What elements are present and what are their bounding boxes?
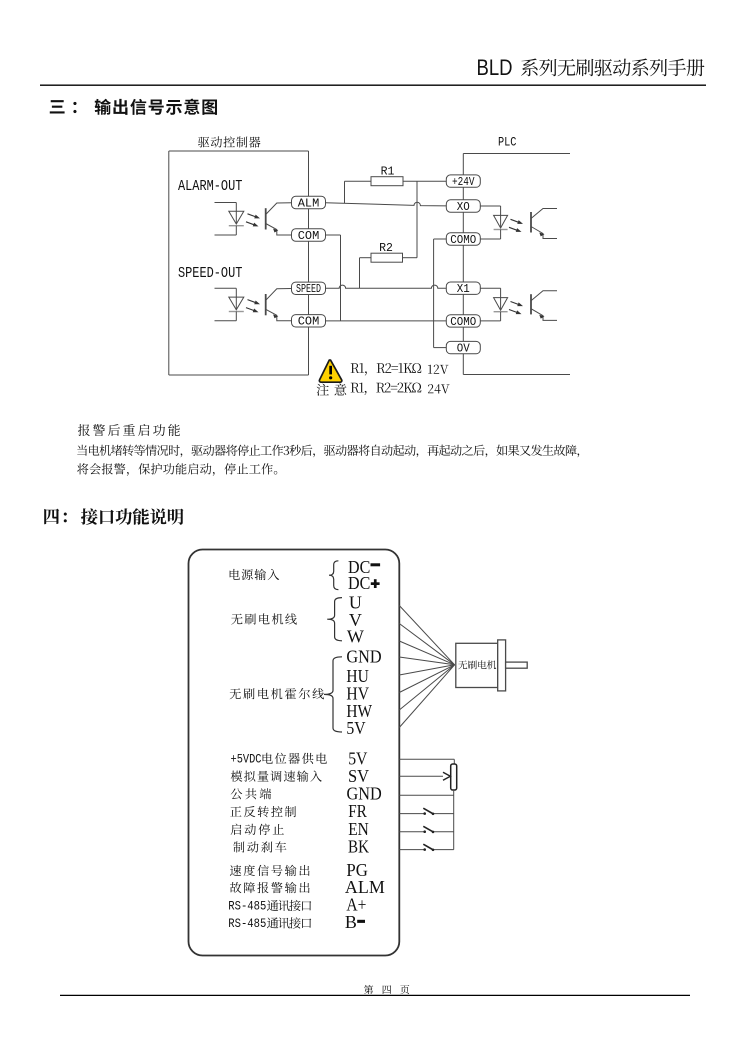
svg-text:COMO: COMO bbox=[450, 234, 476, 247]
svg-text:ALM: ALM bbox=[298, 197, 320, 210]
svg-text:HV: HV bbox=[346, 683, 369, 703]
svg-text:ALARM-OUT: ALARM-OUT bbox=[178, 179, 243, 195]
svg-text:R1: R1 bbox=[381, 166, 395, 179]
svg-text:XO: XO bbox=[457, 201, 470, 214]
svg-text:BK: BK bbox=[348, 836, 369, 856]
svg-text:V: V bbox=[349, 610, 362, 630]
svg-text:FR: FR bbox=[348, 801, 367, 821]
svg-text:DC: DC bbox=[348, 573, 370, 593]
svg-text:PLC: PLC bbox=[498, 135, 517, 150]
svg-text:SPEED-OUT: SPEED-OUT bbox=[178, 266, 243, 282]
svg-text:SV: SV bbox=[348, 766, 369, 786]
svg-text:5V: 5V bbox=[348, 749, 367, 769]
svg-text:+5VDC: +5VDC bbox=[231, 753, 262, 767]
svg-text:COM: COM bbox=[298, 316, 320, 329]
svg-text:HW: HW bbox=[346, 701, 372, 721]
svg-text:PG: PG bbox=[346, 860, 368, 880]
svg-text:U: U bbox=[349, 592, 362, 612]
svg-text:B: B bbox=[345, 912, 357, 932]
svg-text:EN: EN bbox=[348, 819, 369, 839]
svg-text:BLD: BLD bbox=[477, 55, 513, 80]
svg-text:R2: R2 bbox=[379, 242, 393, 255]
svg-text:GND: GND bbox=[347, 783, 382, 803]
svg-text:5V: 5V bbox=[346, 718, 365, 738]
svg-text:RS-485: RS-485 bbox=[228, 917, 266, 931]
svg-text:OV: OV bbox=[457, 343, 470, 356]
svg-text:+24V: +24V bbox=[452, 176, 475, 189]
svg-text:DC: DC bbox=[348, 557, 370, 577]
svg-text:HU: HU bbox=[346, 666, 368, 686]
svg-text:RS-485: RS-485 bbox=[228, 900, 266, 914]
svg-text:COMO: COMO bbox=[450, 316, 476, 329]
svg-text:A+: A+ bbox=[346, 894, 366, 914]
svg-text:X1: X1 bbox=[457, 283, 470, 296]
svg-text:W: W bbox=[347, 627, 364, 647]
svg-text:SPEED: SPEED bbox=[296, 283, 321, 296]
svg-text:GND: GND bbox=[346, 647, 381, 667]
svg-text:ALM: ALM bbox=[345, 877, 385, 897]
svg-text:COM: COM bbox=[298, 230, 320, 243]
